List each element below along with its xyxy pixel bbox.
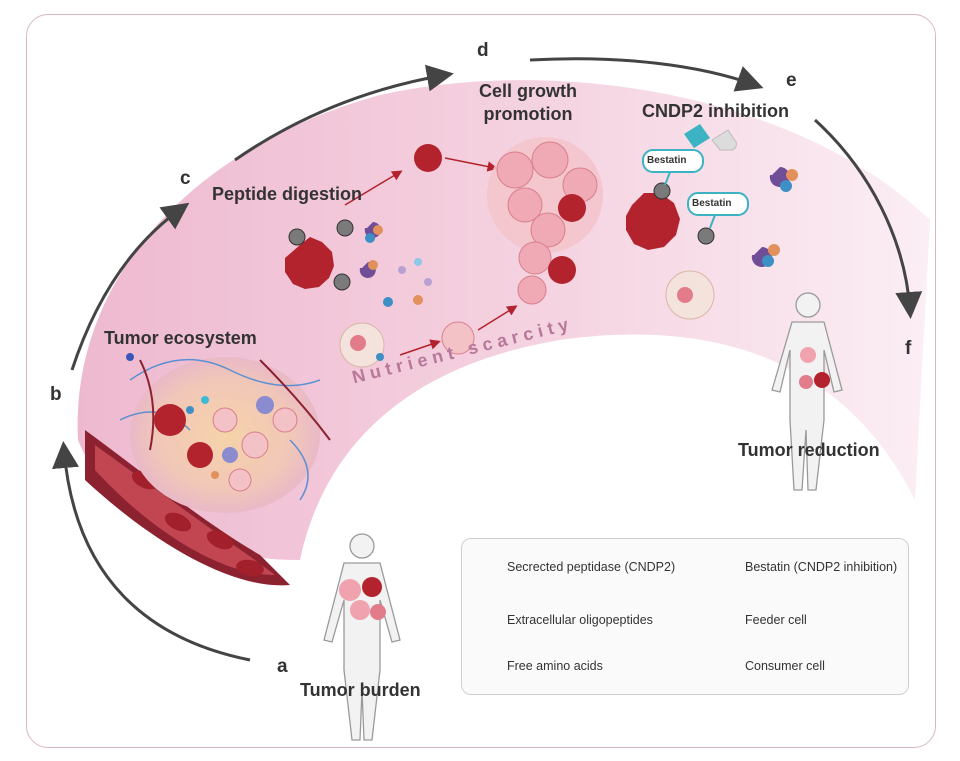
legend-feeder-cell: Feeder cell — [745, 613, 807, 627]
legend-oligopeptides: Extracellular oligopeptides — [507, 613, 653, 627]
cycle-arrow-d-to-e — [529, 57, 764, 92]
panel-letter-c: c — [180, 168, 191, 189]
panel-letter-b: b — [50, 384, 62, 405]
panel-letter-e: e — [786, 70, 797, 91]
panel-letter-f: f — [905, 338, 912, 359]
cycle-arrow-c-to-d — [234, 64, 454, 162]
legend-peptidase: Secrected peptidase (CNDP2) — [507, 560, 676, 574]
tumor-growth-cluster — [487, 137, 603, 305]
legend-bestatin: Bestatin (CNDP2 inhibition) — [745, 560, 898, 574]
body-tumor-reduction — [771, 292, 843, 491]
feeder-cell-digestion — [285, 219, 432, 307]
panel-title-tumor-reduction: Tumor reduction — [738, 440, 880, 460]
growth-arrow-2 — [444, 157, 498, 172]
panel-letter-d: d — [477, 40, 489, 61]
bestatin-label-1: Bestatin — [647, 155, 687, 166]
growth-arrow-1 — [344, 170, 403, 206]
panel-title-cndp2-inhibition: CNDP2 inhibition — [642, 101, 789, 121]
bestatin-label-2: Bestatin — [692, 198, 732, 209]
inhibition-panel — [626, 124, 798, 320]
legend-amino-acids: Free amino acids — [507, 659, 603, 673]
growth-arrow-3 — [399, 339, 441, 356]
body-tumor-burden — [323, 533, 401, 741]
cycle-arrow-b-to-c — [70, 202, 190, 371]
panel-title-tumor-burden: Tumor burden — [300, 680, 421, 700]
legend-box: Secrected peptidase (CNDP2) Bestatin (CN… — [461, 538, 909, 695]
growth-arrow-4 — [477, 305, 518, 331]
cycle-arrow-e-to-f — [813, 118, 923, 319]
feeder-cell-small — [414, 144, 442, 172]
panel-title-cell-growth: Cell growth promotion — [479, 81, 577, 124]
tumor-ecosystem — [119, 353, 331, 513]
legend-consumer-cell: Consumer cell — [745, 659, 825, 673]
consumer-cell-small — [441, 321, 475, 355]
consumer-cell-digestion — [339, 322, 385, 368]
panel-letter-a: a — [277, 656, 288, 677]
panel-title-peptide-digestion: Peptide digestion — [212, 184, 363, 204]
panel-title-tumor-ecosystem: Tumor ecosystem — [104, 328, 257, 348]
cycle-arrow-a-to-b — [52, 441, 251, 662]
